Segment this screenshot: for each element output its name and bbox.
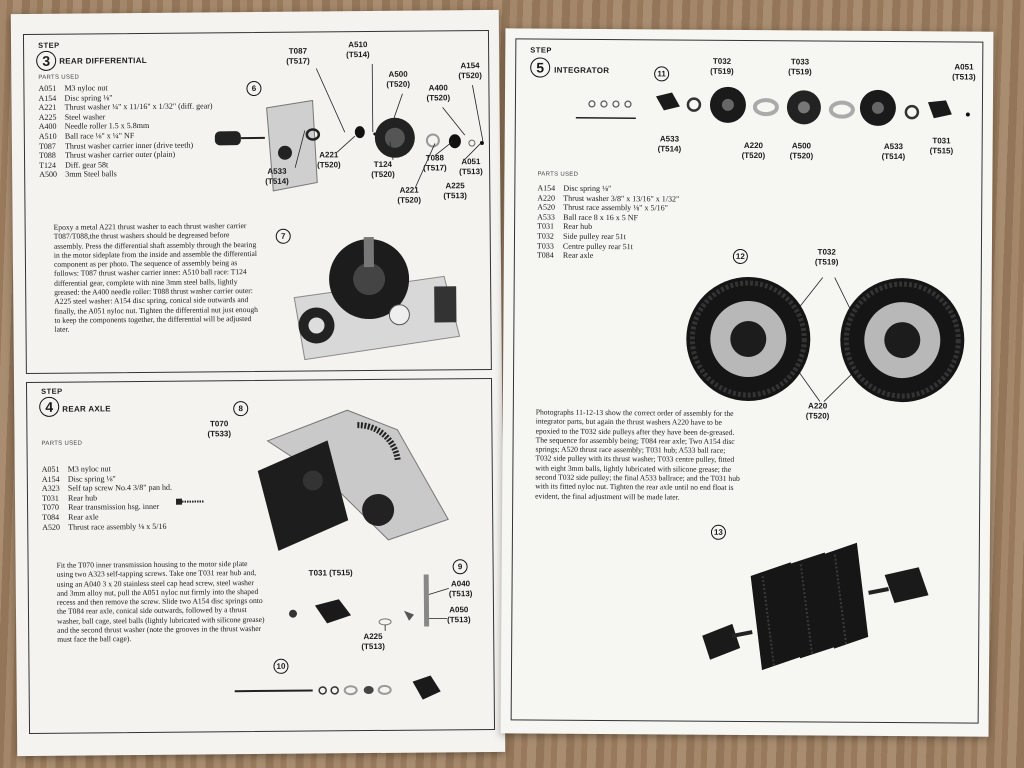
step-3-panel: STEP 3 REAR DIFFERENTIAL PARTS USED A051… <box>22 29 492 375</box>
photo-number-11: 11 <box>654 66 670 82</box>
step-4-panel: STEP 4 REAR AXLE PARTS USED A051 M3 nyloc… <box>25 377 496 735</box>
rear-axle-stack-photo <box>234 675 441 700</box>
callout-a533-left: A533 (T514) <box>657 134 682 154</box>
differential-assembled-photo <box>293 236 461 361</box>
step-number: 4 <box>39 396 60 417</box>
photo-number-12: 12 <box>732 248 748 265</box>
step-label: STEP <box>530 45 552 55</box>
part-code: A154 <box>537 183 556 193</box>
callout-a051: A051 (T513) <box>952 62 976 82</box>
callout-t033: T033 (T519) <box>788 57 812 76</box>
step-5-instructions: Photographs 11-12-13 show the correct or… <box>535 407 740 502</box>
part-code: T084 <box>536 250 554 260</box>
part-description: Rear hub <box>67 493 98 503</box>
part-code: A323 <box>41 483 60 494</box>
parts-list-item: A323 Self tap screw No.4 3/8" pan hd. <box>42 483 172 494</box>
part-description: Side pulley rear 51t <box>562 231 626 242</box>
step-label: STEP <box>41 386 63 396</box>
integrator-exploded-photo <box>575 86 970 126</box>
part-code: A520 <box>537 202 556 212</box>
part-description: Ball race 8 x 16 x 5 NF <box>563 212 639 223</box>
part-description: Rear transmission hsg. inner <box>68 502 160 513</box>
part-description: Thrust race assembly ⅛" x 5/16" <box>563 202 668 213</box>
part-description: Disc spring ⅛" <box>563 183 612 194</box>
callout-a220-top: A220 (T520) <box>741 140 766 160</box>
part-description: M3 nyloc nut <box>67 464 111 474</box>
part-code: A533 <box>537 212 555 222</box>
part-description: Thrust washer 3/8" x 13/16" x 1/32" <box>563 193 680 204</box>
callout-t070: T070 (T533) <box>207 419 232 438</box>
part-code: T031 <box>41 493 59 503</box>
parts-list-item: T084 Rear axle <box>537 251 679 262</box>
part-code: A154 <box>41 474 60 484</box>
part-description: Thrust race assembly ⅛ x 5/16 <box>68 521 167 532</box>
parts-used-label: PARTS USED <box>41 440 83 447</box>
part-description: Self tap screw No.4 3/8" pan hd. <box>67 482 173 493</box>
rear-hub-parts-photo <box>289 574 449 631</box>
part-description: Centre pulley rear 51t <box>562 241 633 251</box>
callout-a500: A500 (T520) <box>789 141 814 160</box>
integrator-assembled-photo <box>702 542 929 671</box>
step-number: 5 <box>530 57 551 78</box>
leader-lines <box>294 63 484 188</box>
right-page: STEP 5 INTEGRATOR 11 T032 (T519) T033 (T… <box>500 28 994 737</box>
parts-list-item: A520 Thrust race assembly ⅛ x 5/16 <box>42 521 172 532</box>
parts-list-item: T070 Rear transmission hsg. inner <box>42 502 172 513</box>
part-code: A220 <box>537 193 556 203</box>
left-page: STEP 3 REAR DIFFERENTIAL PARTS USED A051… <box>10 9 506 757</box>
callout-t031: T031 (T515) <box>929 136 954 155</box>
part-code: A520 <box>42 522 61 532</box>
transmission-housing-photo <box>257 409 449 551</box>
part-description: Rear axle <box>562 250 594 261</box>
part-code: T033 <box>536 241 554 251</box>
part-description: Rear hub <box>563 222 593 232</box>
part-code: T032 <box>536 231 554 241</box>
part-code: T070 <box>42 503 60 513</box>
part-description: Rear axle <box>68 512 99 522</box>
callout-a220-pulley: A220 (T520) <box>805 401 830 421</box>
step-title: REAR AXLE <box>62 404 111 414</box>
step-3-instructions: Epoxy a metal A221 thrust washer to each… <box>53 221 258 335</box>
parts-list: A154 Disc spring ⅛" A220 Thrust washer 3/8"… <box>537 184 680 262</box>
callout-t032-pulley: T032 (T519) <box>814 247 839 267</box>
step-title: INTEGRATOR <box>554 65 610 76</box>
screw-icon <box>176 498 205 505</box>
callout-t032-top: T032 (T519) <box>710 56 734 76</box>
step-4-instructions: Fit the T070 inner transmission housing … <box>56 559 265 645</box>
part-description: Disc spring ⅛" <box>67 473 116 484</box>
part-code: T031 <box>537 221 555 232</box>
part-code: A051 <box>41 464 60 474</box>
parts-used-label: PARTS USED <box>537 171 579 178</box>
part-code: T084 <box>42 512 60 522</box>
callout-a533-right: A533 (T514) <box>881 141 906 161</box>
side-pulleys-photo <box>686 277 965 403</box>
photo-number-9: 9 <box>452 559 468 575</box>
step-5-panel: STEP 5 INTEGRATOR 11 T032 (T519) T033 (T… <box>510 38 984 724</box>
